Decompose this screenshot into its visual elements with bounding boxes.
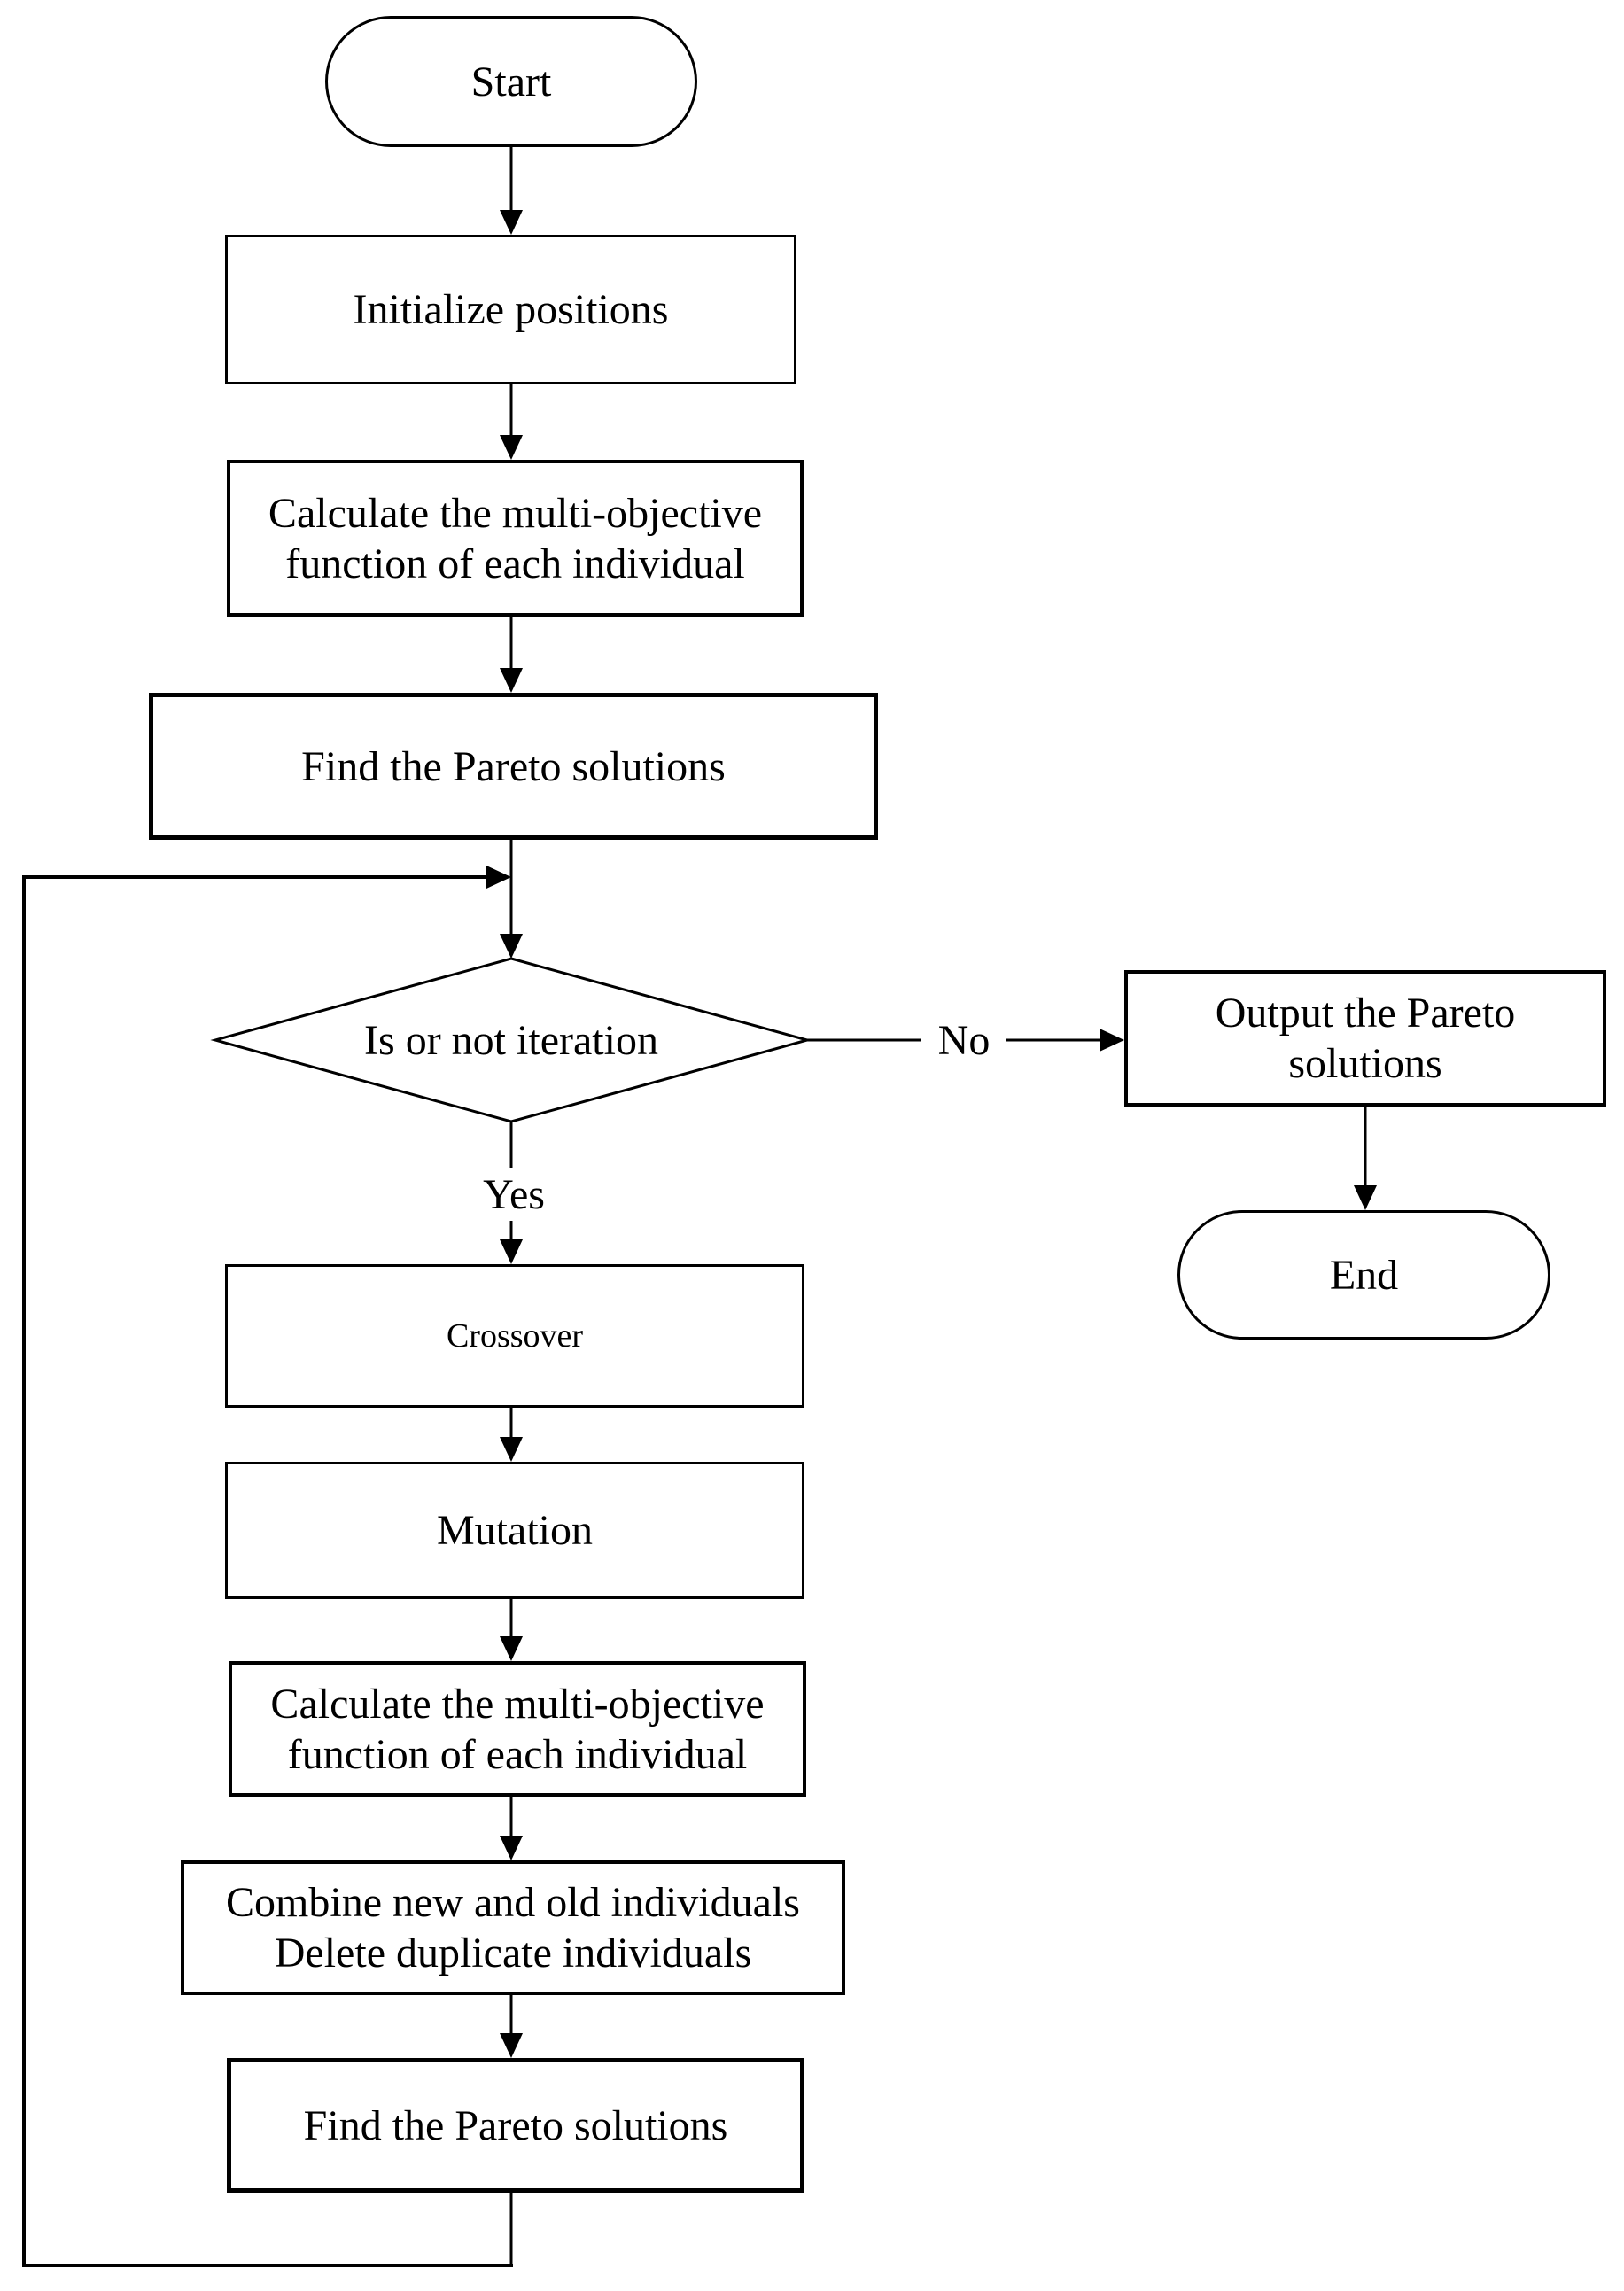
node-combine-individuals: Combine new and old individuals Delete d…: [181, 1860, 845, 1995]
node-calculate2-line1: Calculate the multi-objective: [270, 1680, 765, 1728]
arrowhead-crossover: [500, 1239, 523, 1264]
node-start: Start: [325, 16, 697, 147]
arrowhead-combine: [500, 1836, 523, 1860]
edge-label-yes-text: Yes: [483, 1170, 545, 1218]
edge-label-yes: Yes: [462, 1168, 565, 1221]
arrowhead-find2: [500, 2033, 523, 2058]
node-end-label: End: [1329, 1251, 1399, 1299]
node-initialize-positions: Initialize positions: [225, 235, 796, 384]
node-iteration-decision: Is or not iteration: [219, 959, 804, 1122]
arrowhead-find1: [500, 668, 523, 693]
node-start-label: Start: [470, 58, 552, 105]
node-calculate1-line2: function of each individual: [285, 540, 745, 587]
arrowhead-loop-junction: [486, 866, 511, 889]
arrowhead-calculate2: [500, 1636, 523, 1661]
arrowhead-calculate1: [500, 435, 523, 460]
edge-label-no-text: No: [937, 1016, 991, 1064]
node-calculate-objective-2: Calculate the multi-objective function o…: [229, 1661, 806, 1797]
node-calculate-objective-1: Calculate the multi-objective function o…: [227, 460, 804, 617]
node-find-pareto1-label: Find the Pareto solutions: [301, 742, 726, 790]
node-crossover: Crossover: [225, 1264, 804, 1408]
node-combine-line2: Delete duplicate individuals: [274, 1930, 752, 1976]
node-output-line2: solutions: [1288, 1040, 1442, 1087]
arrowhead-end: [1354, 1185, 1377, 1210]
node-initialize-label: Initialize positions: [353, 286, 669, 333]
node-output-pareto: Output the Pareto solutions: [1124, 970, 1606, 1107]
node-find-pareto-2: Find the Pareto solutions: [227, 2058, 804, 2193]
node-iteration-decision-label: Is or not iteration: [364, 1016, 658, 1064]
arrowhead-output: [1100, 1029, 1124, 1052]
node-output-line1: Output the Pareto: [1215, 990, 1516, 1037]
node-calculate1-line1: Calculate the multi-objective: [268, 489, 763, 537]
node-mutation-label: Mutation: [437, 1507, 593, 1554]
arrowhead-decision: [500, 934, 523, 959]
arrowhead-mutation: [500, 1437, 523, 1462]
node-crossover-label: Crossover: [446, 1316, 584, 1355]
node-mutation: Mutation: [225, 1462, 804, 1599]
arrowhead-initialize: [500, 210, 523, 235]
node-find-pareto-1: Find the Pareto solutions: [149, 693, 878, 840]
node-end: End: [1177, 1210, 1550, 1340]
edge-label-no: No: [921, 1013, 1006, 1067]
node-combine-line1: Combine new and old individuals: [226, 1879, 800, 1926]
node-find-pareto2-label: Find the Pareto solutions: [303, 2101, 728, 2149]
node-calculate2-line2: function of each individual: [287, 1730, 748, 1778]
